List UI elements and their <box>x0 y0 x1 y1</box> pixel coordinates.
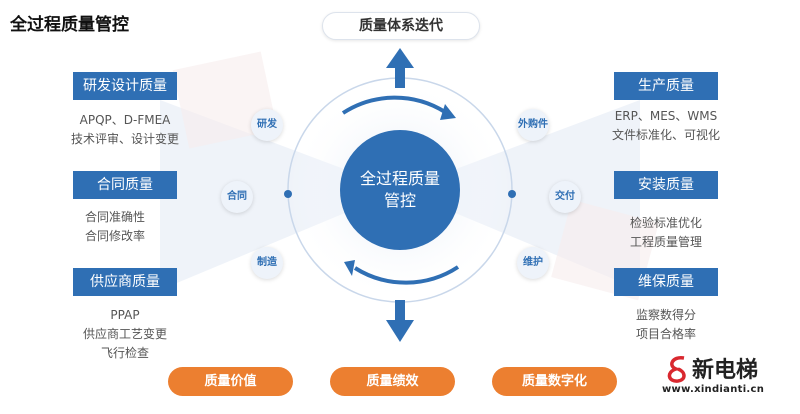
logo: 新电梯 www.xindianti.cn <box>662 352 794 402</box>
up-arrow-icon <box>386 48 414 88</box>
quality-performance-pill: 质量绩效 <box>330 367 455 396</box>
contract-quality-label: 合同质量 <box>73 171 177 199</box>
center-label-1: 全过程质量 <box>359 169 440 188</box>
node-delivery: 交付 <box>549 181 581 213</box>
node-purchase: 外购件 <box>517 109 549 141</box>
page-title: 全过程质量管控 <box>10 15 129 35</box>
quality-value-pill: 质量价值 <box>168 367 293 396</box>
maintenance-quality-label: 维保质量 <box>614 268 718 296</box>
node-manufacture: 制造 <box>251 247 283 279</box>
install-quality-desc: 检验标准优化工程质量管理 <box>629 216 702 249</box>
bottom-cycle-arrow <box>353 265 460 285</box>
logo-url: www.xindianti.cn <box>662 384 765 395</box>
node-maintain: 维护 <box>517 247 549 279</box>
top-cycle-arrow <box>341 95 447 115</box>
production-quality-label: 生产质量 <box>614 72 718 100</box>
maintenance-quality-desc: 监察数得分项目合格率 <box>635 308 696 341</box>
node-rd: 研发 <box>251 109 283 141</box>
center-circle: 全过程质量管控 <box>340 130 460 250</box>
logo-icon <box>667 356 686 383</box>
down-arrow-icon <box>386 300 414 342</box>
quality-digitalization-pill: 质量数字化 <box>492 367 617 396</box>
rd-quality-label: 研发设计质量 <box>73 72 177 100</box>
quality-system-iteration-pill: 质量体系迭代 <box>322 12 480 40</box>
install-quality-label: 安装质量 <box>614 171 718 199</box>
contract-quality-desc: 合同准确性合同修改率 <box>84 210 145 243</box>
center-label-2: 管控 <box>383 191 416 210</box>
supplier-quality-label: 供应商质量 <box>73 268 177 296</box>
logo-name: 新电梯 <box>692 358 759 383</box>
left-beam <box>160 100 400 290</box>
node-contract: 合同 <box>221 181 253 213</box>
